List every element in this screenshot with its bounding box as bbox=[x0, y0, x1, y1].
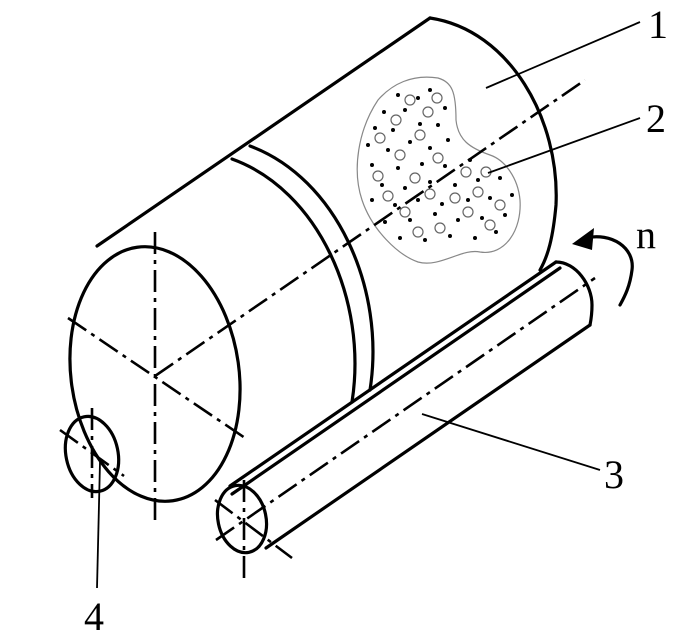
drum-cylinder bbox=[68, 16, 562, 503]
label-particles: 2 bbox=[646, 96, 666, 141]
leader-3 bbox=[421, 413, 601, 471]
roller-back bbox=[59, 408, 125, 498]
particle-dots bbox=[366, 88, 514, 242]
rotation-arrow-head bbox=[572, 228, 594, 250]
label-drum: 1 bbox=[648, 2, 668, 47]
leader-lines bbox=[96, 21, 641, 589]
leader-4 bbox=[96, 461, 101, 589]
leader-1 bbox=[485, 21, 641, 89]
roller-front-top-edge bbox=[228, 260, 558, 488]
drum-longitudinal-axis bbox=[154, 78, 586, 378]
drum-front-face bbox=[68, 245, 242, 503]
drum-top-edge bbox=[95, 16, 432, 248]
roller-front bbox=[214, 260, 596, 580]
leader-2 bbox=[487, 117, 641, 174]
particle-rings bbox=[372, 92, 506, 238]
roller-front-back-end bbox=[554, 260, 594, 327]
rotation-arrow bbox=[572, 228, 634, 307]
roller-front-bottom-edge bbox=[264, 323, 592, 550]
roller-back-cross-centerline bbox=[59, 428, 125, 478]
label-roller-front: 3 bbox=[604, 452, 624, 497]
label-roller-back: 4 bbox=[84, 594, 104, 636]
particle-cutaway bbox=[356, 76, 521, 264]
cutaway-outline bbox=[356, 76, 521, 264]
rotation-arrow-curve bbox=[583, 235, 634, 307]
drum-axes bbox=[67, 78, 586, 522]
drum-band-line-1 bbox=[230, 157, 357, 404]
roller-front-cross-centerline bbox=[214, 498, 293, 560]
drum-cross-centerline bbox=[67, 316, 249, 442]
drum-back-rim bbox=[428, 16, 558, 272]
roller-front-axis bbox=[215, 276, 596, 542]
label-rotation: n bbox=[636, 212, 656, 257]
roller-front-end-face bbox=[215, 483, 269, 555]
drum-bottom-edge bbox=[230, 266, 562, 496]
